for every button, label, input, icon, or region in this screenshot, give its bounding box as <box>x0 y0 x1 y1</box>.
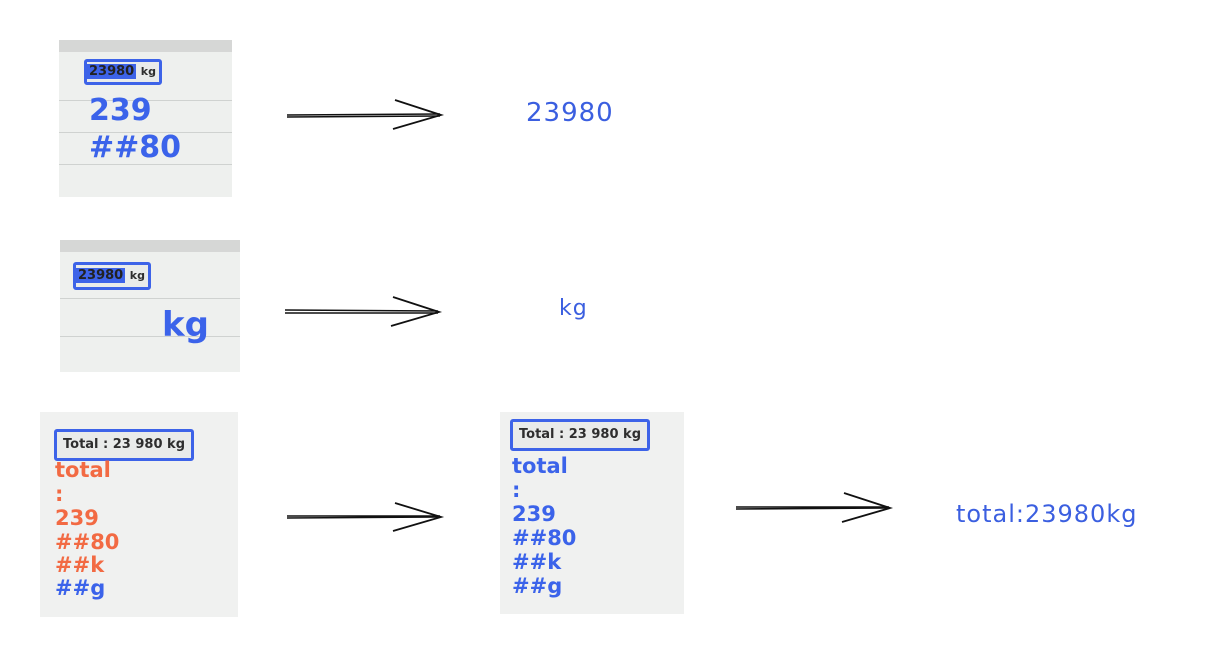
token: 239 <box>55 506 99 530</box>
ocr-text: Total : 23 980 kg <box>519 427 641 442</box>
ruled-line <box>60 336 240 337</box>
token: total <box>55 458 111 482</box>
ruled-line <box>59 132 232 133</box>
token: ##80 <box>55 530 120 554</box>
unit-text: kg <box>140 65 156 78</box>
thumbnail-unit-crop: 23980 kg kg <box>60 240 240 372</box>
arrow-icon <box>286 502 445 532</box>
token: total <box>512 454 568 478</box>
highlighted-number: 23980 <box>76 268 126 283</box>
token: ##80 <box>512 526 577 550</box>
ocr-box: Total : 23 980 kg <box>54 429 194 461</box>
token: kg <box>162 305 209 345</box>
thumbnail-number-crop: 23980 kg 239 ##80 <box>59 40 232 197</box>
token: ##g <box>512 574 563 598</box>
token: ##k <box>55 553 105 577</box>
arrow-icon <box>284 296 443 327</box>
ocr-text: Total : 23 980 kg <box>63 437 185 452</box>
thumbnail-total-crop-stage2: Total : 23 980 kg total : 239 ##80 ##k #… <box>500 412 684 614</box>
token: ##80 <box>89 130 182 165</box>
unit-text: kg <box>129 269 145 282</box>
token: : <box>512 478 521 502</box>
ruled-line <box>59 164 232 165</box>
token: ##g <box>55 576 106 600</box>
arrow-icon <box>735 492 894 523</box>
ruled-line <box>59 100 232 101</box>
arrow-icon <box>286 99 445 130</box>
output-text: total:23980kg <box>956 500 1138 528</box>
token: : <box>55 482 64 506</box>
thumb-topbar <box>59 40 232 52</box>
highlighted-number: 23980 <box>87 64 137 79</box>
ocr-box: Total : 23 980 kg <box>510 419 650 451</box>
ocr-box: 23980 kg <box>84 59 162 85</box>
ocr-box: 23980 kg <box>73 262 151 290</box>
token: 239 <box>89 93 152 128</box>
output-text: kg <box>559 296 588 321</box>
ruled-line <box>60 298 240 299</box>
thumbnail-total-crop-stage1: Total : 23 980 kg total : 239 ##80 ##k #… <box>40 412 238 617</box>
token: 239 <box>512 502 556 526</box>
token: ##k <box>512 550 562 574</box>
thumb-topbar <box>60 240 240 252</box>
output-text: 23980 <box>526 98 614 128</box>
